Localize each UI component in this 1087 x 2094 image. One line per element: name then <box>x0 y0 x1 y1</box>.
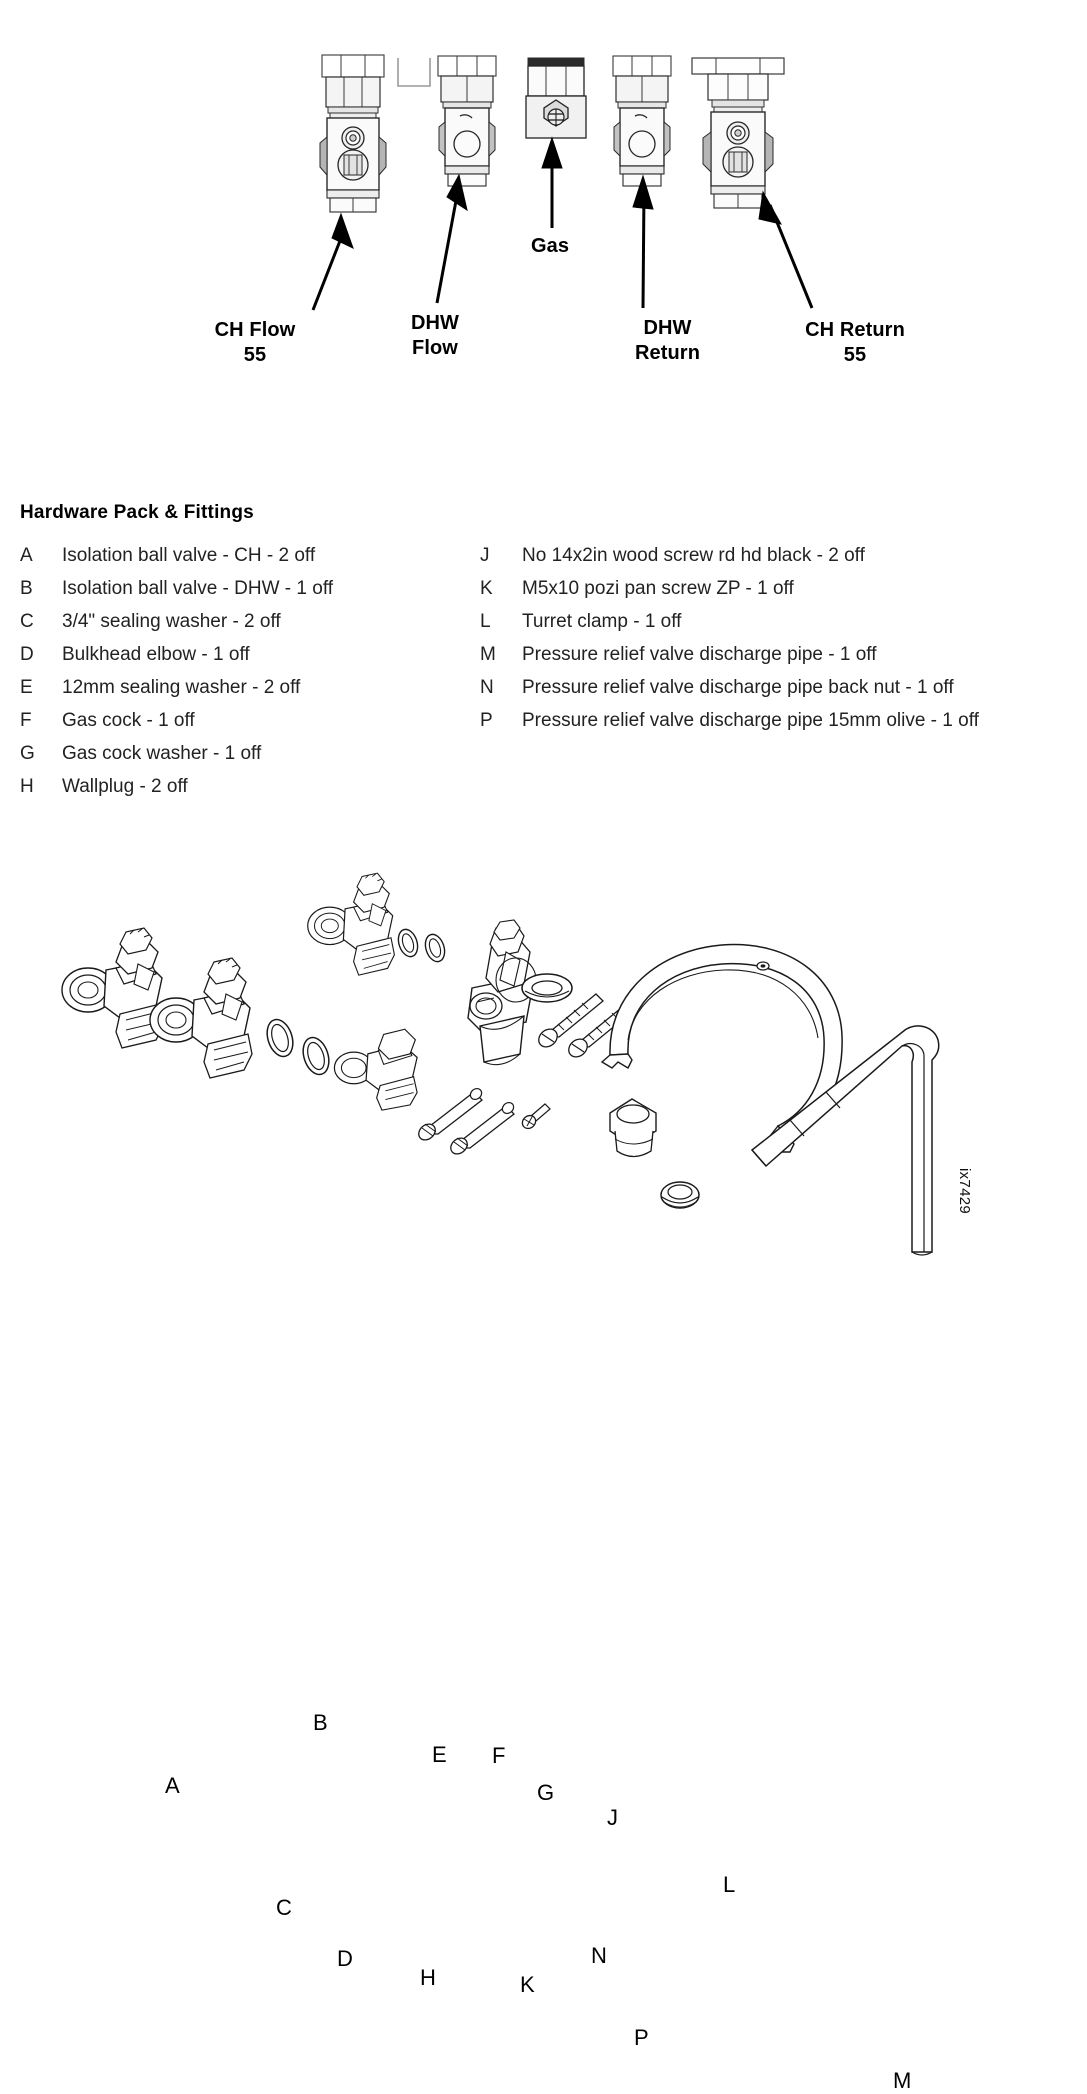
part-description: Pressure relief valve discharge pipe bac… <box>522 677 954 698</box>
callout-label-h: H <box>420 1965 436 1990</box>
part-ref: H <box>20 776 34 797</box>
callout-label-l: L <box>723 1872 736 1897</box>
part-g-gas-cock-washer <box>521 973 573 1003</box>
list-item: H Wallplug - 2 off <box>20 776 333 809</box>
connections-diagram: CH Flow 55 DHW Flow Gas DHW Return CH Re… <box>0 0 1087 400</box>
part-ref: J <box>480 545 490 566</box>
hardware-pack-title: Hardware Pack & Fittings <box>20 502 254 523</box>
part-h-wallplug <box>414 1085 517 1158</box>
part-description: 3/4" sealing washer - 2 off <box>62 611 281 632</box>
callout-label-e: E <box>432 1742 447 1767</box>
part-description: M5x10 pozi pan screw ZP - 1 off <box>522 578 794 599</box>
exploded-parts-diagram: A B C D E F G H J K L M N P <box>0 840 1087 2093</box>
part-description: Gas cock - 1 off <box>62 710 195 731</box>
part-ref: E <box>20 677 33 698</box>
valve-icon-dhw-return <box>612 55 672 187</box>
exploded-parts-svg <box>61 872 940 1256</box>
part-ref: F <box>20 710 32 731</box>
part-description: Pressure relief valve discharge pipe - 1… <box>522 644 877 665</box>
valve-icon-dhw-flow <box>437 55 497 187</box>
part-ref: P <box>480 710 493 731</box>
list-item: M Pressure relief valve discharge pipe -… <box>480 644 979 677</box>
callout-label-b: B <box>313 1710 328 1735</box>
part-n-discharge-pipe-back-nut <box>609 1098 657 1158</box>
connection-label-dhw-return: DHW Return <box>634 317 701 364</box>
callout-label-c: C <box>276 1895 292 1920</box>
callout-label-a: A <box>165 1773 180 1798</box>
gas-cock-icon-gas <box>525 57 587 139</box>
part-description: Gas cock washer - 1 off <box>62 743 262 764</box>
connection-label-dhw-flow: DHW Flow <box>410 312 460 359</box>
part-description: No 14x2in wood screw rd hd black - 2 off <box>522 545 865 566</box>
part-ref: B <box>20 578 33 599</box>
part-description: Pressure relief valve discharge pipe 15m… <box>522 710 979 731</box>
part-b-isolation-ball-valve-dhw <box>307 872 395 976</box>
connection-label-ch-return: CH Return 55 <box>805 319 905 366</box>
callout-label-p: P <box>634 2025 649 2050</box>
part-description: Bulkhead elbow - 1 off <box>62 644 250 665</box>
part-c-sealing-washer-three-quarter <box>261 1015 335 1079</box>
list-item: D Bulkhead elbow - 1 off <box>20 644 333 677</box>
part-d-bulkhead-elbow <box>333 1028 418 1111</box>
list-item: P Pressure relief valve discharge pipe 1… <box>480 710 979 743</box>
list-item: K M5x10 pozi pan screw ZP - 1 off <box>480 578 979 611</box>
parts-list-left-column: A Isolation ball valve - CH - 2 off B Is… <box>20 545 333 809</box>
part-ref: G <box>20 743 35 764</box>
part-ref: L <box>480 611 491 632</box>
valve-icon-ch-flow <box>319 54 387 213</box>
part-ref: A <box>20 545 33 566</box>
list-item: F Gas cock - 1 off <box>20 710 333 743</box>
connection-label-gas: Gas <box>530 235 570 257</box>
callout-label-m: M <box>893 2068 912 2093</box>
callout-label-d: D <box>337 1946 353 1971</box>
part-a-isolation-ball-valve-ch <box>61 927 253 1079</box>
part-ref: M <box>480 644 496 665</box>
list-item: E 12mm sealing washer - 2 off <box>20 677 333 710</box>
part-description: 12mm sealing washer - 2 off <box>62 677 301 698</box>
list-item: C 3/4" sealing washer - 2 off <box>20 611 333 644</box>
bracket-detail <box>397 58 431 87</box>
list-item: G Gas cock washer - 1 off <box>20 743 333 776</box>
callout-label-f: F <box>492 1743 506 1768</box>
part-ref: C <box>20 611 34 632</box>
part-p-discharge-pipe-olive <box>660 1181 700 1209</box>
list-item: L Turret clamp - 1 off <box>480 611 979 644</box>
parts-list-right-column: J No 14x2in wood screw rd hd black - 2 o… <box>480 545 979 743</box>
list-item: N Pressure relief valve discharge pipe b… <box>480 677 979 710</box>
part-description: Wallplug - 2 off <box>62 776 188 797</box>
part-ref: N <box>480 677 494 698</box>
part-ref: D <box>20 644 34 665</box>
part-m-discharge-pipe <box>750 1025 940 1256</box>
part-k-pozi-pan-screw <box>519 1103 551 1132</box>
connections-diagram-svg <box>311 54 814 311</box>
part-description: Isolation ball valve - DHW - 1 off <box>62 578 334 599</box>
list-item: J No 14x2in wood screw rd hd black - 2 o… <box>480 545 979 578</box>
list-item: A Isolation ball valve - CH - 2 off <box>20 545 333 578</box>
list-item: B Isolation ball valve - DHW - 1 off <box>20 578 333 611</box>
connection-label-ch-flow: CH Flow 55 <box>214 319 296 366</box>
document-reference-code: ix7429 <box>956 1168 973 1215</box>
part-ref: K <box>480 578 493 599</box>
part-description: Isolation ball valve - CH - 2 off <box>62 545 316 566</box>
callout-label-g: G <box>537 1780 555 1805</box>
part-e-sealing-washer-12mm <box>394 926 449 965</box>
callout-label-j: J <box>607 1805 618 1830</box>
part-description: Turret clamp - 1 off <box>522 611 682 632</box>
callout-label-k: K <box>520 1972 535 1997</box>
leader-arrows <box>311 136 814 311</box>
valve-icon-ch-return <box>691 57 785 209</box>
callout-label-n: N <box>591 1943 607 1968</box>
